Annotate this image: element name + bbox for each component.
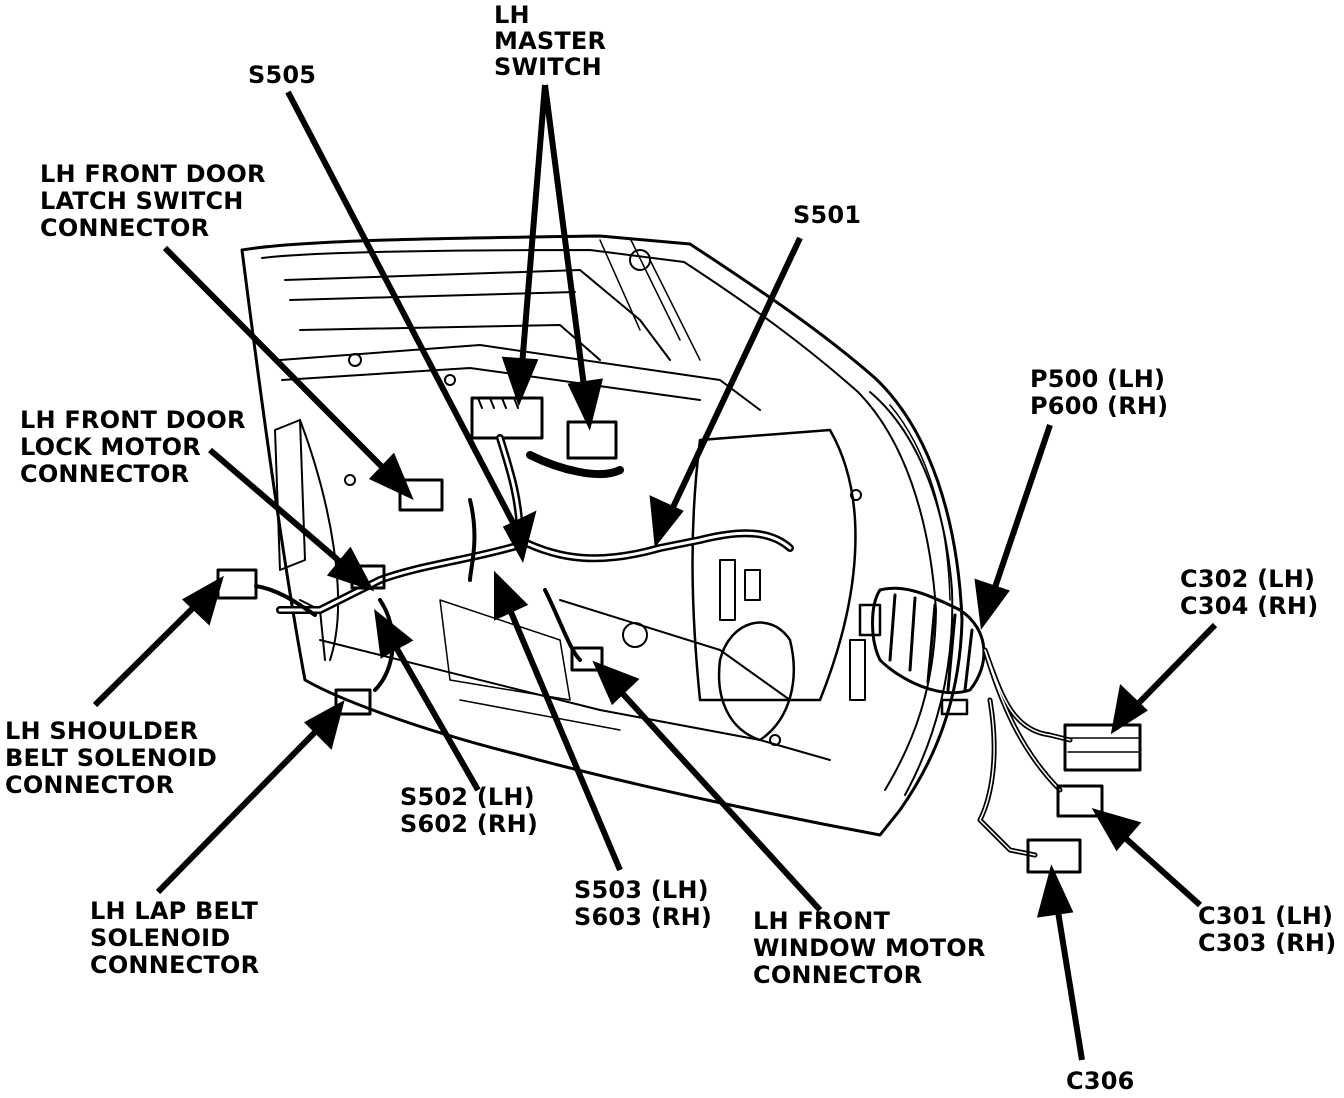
arrow-lap (155, 700, 345, 895)
arrow-window (592, 660, 823, 913)
lap-belt-connector (334, 688, 372, 716)
arrow-s505 (285, 90, 537, 564)
label-shoulder-belt-solenoid-connector: LH SHOULDER BELT SOLENOID CONNECTOR (5, 717, 218, 799)
bolt-hole (444, 374, 456, 386)
speaker-hole (717, 621, 795, 742)
master-switch-connector-b (566, 420, 618, 460)
lower-panel (439, 599, 621, 731)
grommet (871, 586, 986, 695)
bolt-hole (622, 622, 648, 648)
arrow-s503 (494, 570, 623, 872)
label-latch-switch-connector: LH FRONT DOOR LATCH SWITCH CONNECTOR (40, 160, 266, 242)
arrow-c302 (1110, 622, 1218, 735)
label-s501: S501 (793, 201, 862, 229)
inner-ribs (599, 237, 701, 361)
label-p500-p600: P500 (LH) P600 (RH) (1030, 365, 1169, 420)
window-frame (284, 269, 671, 361)
door-inner-edge (261, 249, 937, 791)
harness-main (496, 434, 794, 563)
bolt-hole (348, 353, 362, 367)
arrow-c301 (1091, 808, 1203, 908)
label-s502-s602: S502 (LH) S602 (RH) (400, 783, 539, 838)
arrow-lock (208, 447, 375, 592)
trim-slots (719, 559, 866, 701)
arrow-shoulder (92, 575, 224, 708)
door-rim (869, 391, 954, 796)
label-c302-c304: C302 (LH) C304 (RH) (1180, 565, 1319, 620)
bolt-hole (344, 474, 356, 486)
door-rim-2 (889, 404, 951, 601)
bolt-hole (629, 249, 651, 271)
harness-left-inner (278, 543, 522, 612)
arrow-p500 (974, 424, 1053, 630)
label-lap-belt-solenoid-connector: LH LAP BELT SOLENOID CONNECTOR (90, 897, 260, 979)
c301-connector (1056, 784, 1104, 818)
door-outline (240, 234, 964, 837)
label-c306: C306 (1066, 1067, 1135, 1095)
harness-main-inner (498, 436, 792, 560)
label-window-motor-connector: LH FRONT WINDOW MOTOR CONNECTOR (753, 907, 986, 989)
arrow-master-b (542, 84, 603, 431)
arrow-master-a (501, 84, 548, 407)
latch-switch-connector (398, 478, 444, 512)
shoulder-belt-connector (216, 568, 258, 600)
window-motor-connector (570, 646, 604, 672)
bolt-hole (769, 734, 781, 746)
arrow-s501 (649, 236, 803, 548)
label-lh-master-switch: LH MASTER SWITCH (494, 1, 607, 81)
bolt-hole (850, 489, 862, 501)
arrow-s502 (374, 609, 481, 792)
inner-panel (299, 419, 831, 761)
master-switch-connector-a (470, 396, 544, 440)
label-s505: S505 (248, 61, 317, 89)
arrow-c306 (1036, 864, 1085, 1061)
c302-connector (1063, 723, 1142, 772)
label-c301-c303: C301 (LH) C303 (RH) (1198, 902, 1337, 957)
belt-line (279, 344, 761, 411)
label-s503-s603: S503 (LH) S603 (RH) (574, 876, 713, 931)
arrow-latch (162, 245, 414, 501)
panel-cutout (691, 428, 857, 702)
label-lock-motor-connector: LH FRONT DOOR LOCK MOTOR CONNECTOR (20, 406, 246, 488)
